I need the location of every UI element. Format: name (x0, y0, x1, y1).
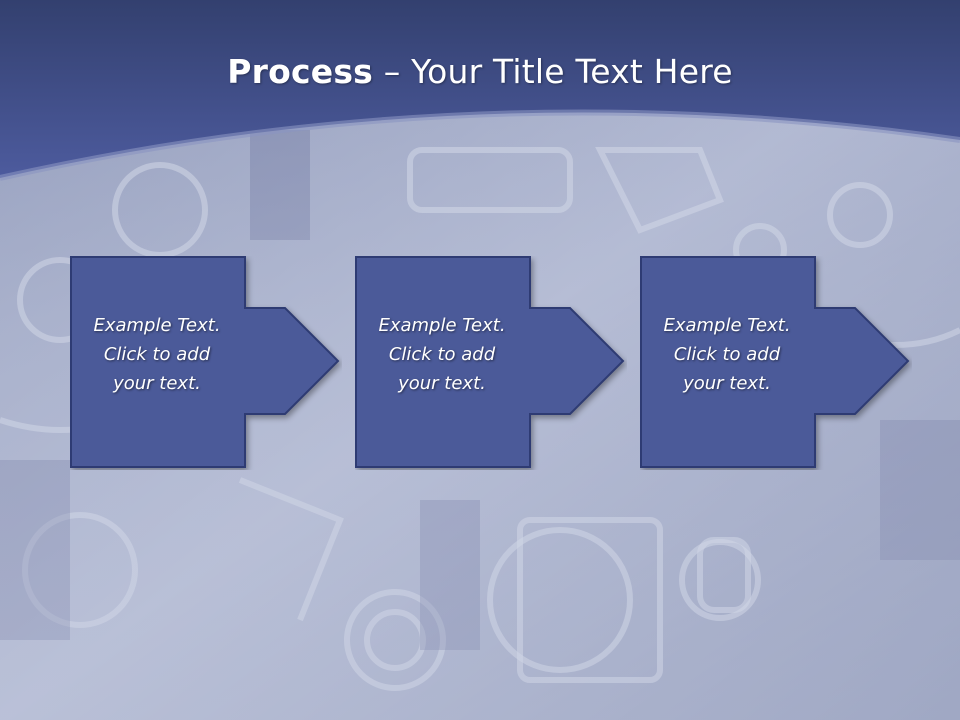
step-1-line-2: Click to add (103, 344, 211, 365)
process-step-2-shape[interactable] (355, 256, 627, 470)
process-step-3-text[interactable]: Example Text. Click to add your text. (642, 311, 812, 398)
step-2-line-1: Example Text. (378, 315, 506, 336)
process-step-2-text[interactable]: Example Text. Click to add your text. (357, 311, 527, 398)
step-1-line-1: Example Text. (93, 315, 221, 336)
step-3-line-3: your text. (683, 373, 771, 394)
step-1-line-3: your text. (113, 373, 201, 394)
step-2-line-2: Click to add (388, 344, 496, 365)
process-step-3-shape[interactable] (640, 256, 912, 470)
process-step-1-shape[interactable] (70, 256, 342, 470)
title-rest-text: – Your Title Text Here (373, 52, 733, 91)
step-2-line-3: your text. (398, 373, 486, 394)
title-bold-text: Process (227, 52, 374, 91)
process-step-1-text[interactable]: Example Text. Click to add your text. (72, 311, 242, 398)
step-3-line-1: Example Text. (663, 315, 791, 336)
step-3-line-2: Click to add (673, 344, 781, 365)
slide-title[interactable]: Process – Your Title Text Here (0, 52, 960, 91)
